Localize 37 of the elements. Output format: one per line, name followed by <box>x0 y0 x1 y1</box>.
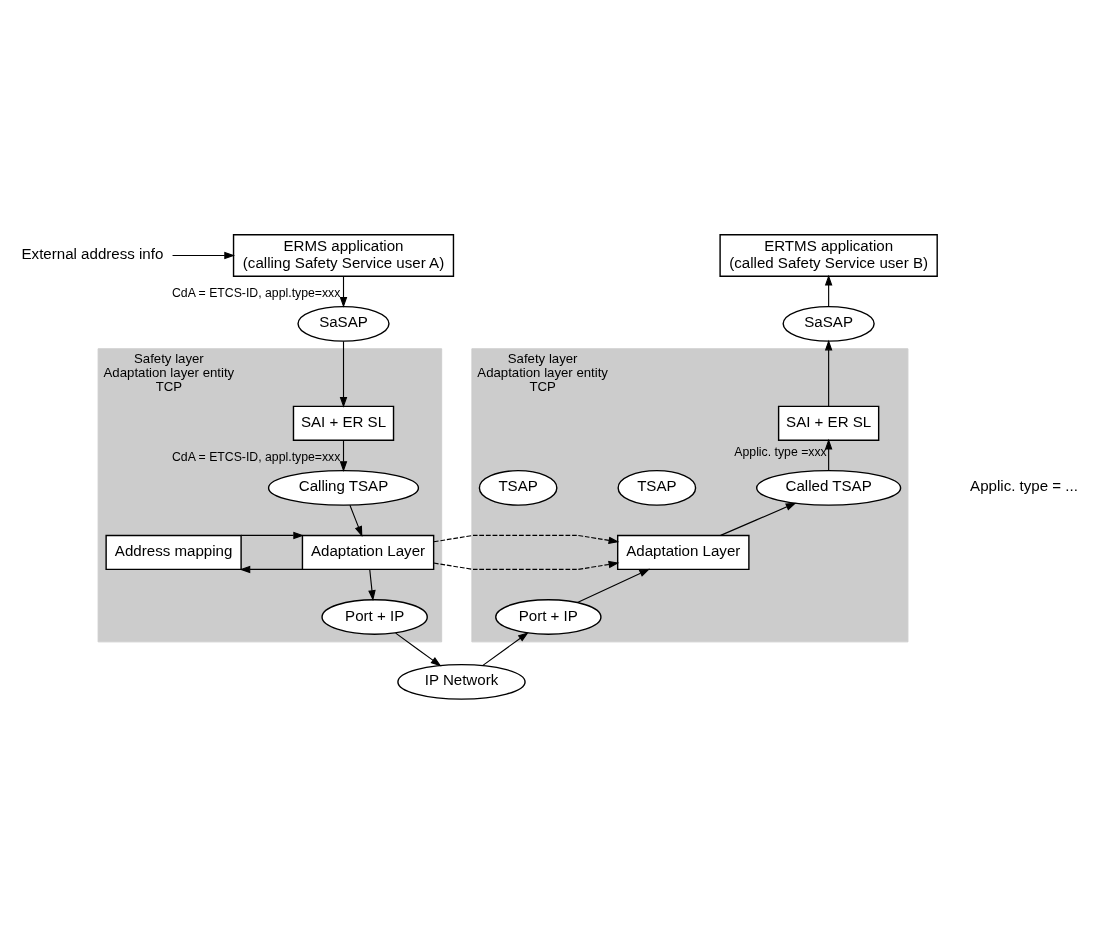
node-ellipse: Called TSAP <box>755 469 902 506</box>
arrow <box>239 565 303 573</box>
edge-label: Applic. type =xxx <box>734 444 827 459</box>
node-box: SAI + ER SL <box>777 405 880 441</box>
edge-label: CdA = ETCS-ID, appl.type=xxx <box>172 449 341 464</box>
label: Applic. type = ... <box>970 476 1078 494</box>
arrow <box>482 631 529 666</box>
arrow <box>720 502 797 536</box>
arrow <box>824 438 833 471</box>
node-box: Adaptation Layer <box>301 534 435 570</box>
arrow <box>339 275 348 308</box>
arrow <box>240 531 305 539</box>
arrow <box>349 504 363 537</box>
arrow <box>339 439 348 472</box>
node-box: SAI + ER SL <box>292 405 395 441</box>
node-ellipse: Port + IP <box>321 598 428 635</box>
node-ellipse: SaSAP <box>297 305 390 342</box>
arrow <box>339 340 348 408</box>
arrow <box>395 632 442 666</box>
arrow <box>368 568 376 601</box>
node-ellipse: TSAP <box>617 469 697 506</box>
arrow <box>576 568 651 603</box>
node-ellipse: IP Network <box>397 663 526 700</box>
node-ellipse: SaSAP <box>782 305 875 342</box>
node-ellipse: Port + IP <box>495 598 602 635</box>
node-box: Address mapping <box>105 534 242 570</box>
node-text: External address info <box>21 244 164 262</box>
edge-label: CdA = ETCS-ID, appl.type=xxx <box>172 285 341 300</box>
node-ellipse: TSAP <box>478 469 558 506</box>
arrow <box>824 339 833 407</box>
node-box: Adaptation Layer <box>617 534 750 570</box>
arrow <box>824 274 833 307</box>
arrow <box>171 251 236 259</box>
node-ellipse: Calling TSAP <box>267 469 420 506</box>
node-box: ERMS application (calling Safety Service user A) <box>232 233 455 277</box>
node-box: ERTMS application (called Safety Service user B) <box>719 233 938 277</box>
arrow <box>433 534 620 570</box>
